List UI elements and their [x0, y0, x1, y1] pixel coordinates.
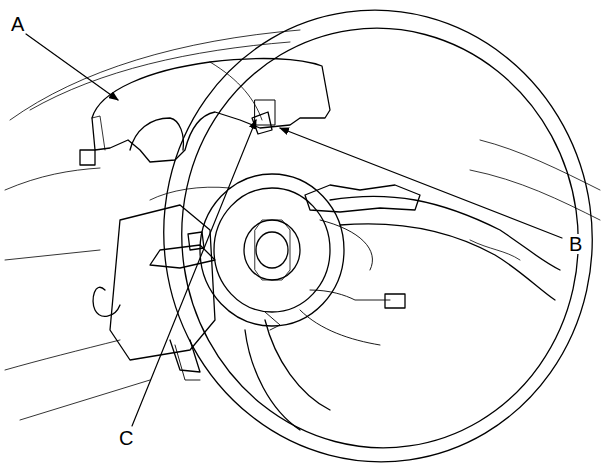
callout-letter: A [10, 14, 25, 34]
callout-letter: B [568, 234, 583, 254]
callout-letter: C [118, 428, 134, 448]
